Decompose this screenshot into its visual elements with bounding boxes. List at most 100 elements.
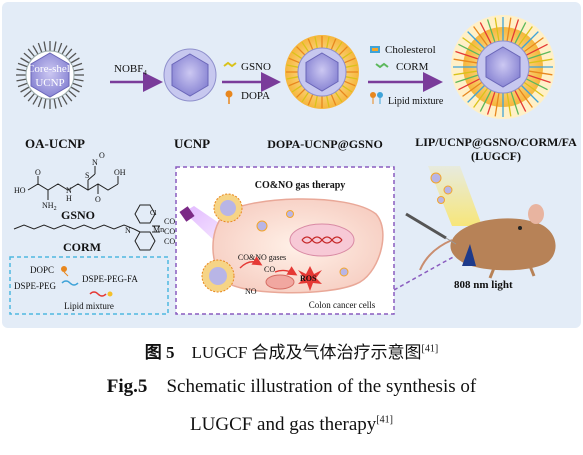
schematic-figure: Core-shell UCNP OA-UCNP NOBF4 UCNP GSNO …: [2, 2, 581, 328]
syringe-icon: [405, 212, 457, 245]
lugcf-ligand: [486, 91, 496, 115]
lugcf-ligand: [467, 31, 486, 50]
lipid-mixture-icon: [370, 92, 383, 104]
dopa-gsno-ligand: [286, 76, 299, 80]
oa-ligand: [20, 86, 30, 93]
oa-ligand: [64, 92, 73, 102]
lugcf-beam-particles: [430, 172, 453, 204]
dopa-gsno-ligand: [307, 38, 314, 51]
caption-en-line2: LUGCF and gas therapy[41]: [0, 414, 583, 436]
atom-mn: Mn: [153, 225, 164, 234]
legend-dspe-peg: DSPE-PEG: [14, 281, 57, 291]
stage-label-lugcf-1: LIP/UCNP@GSNO/CORM/FA: [415, 135, 577, 149]
atom-nh2: NH2: [42, 201, 57, 212]
oa-ligand: [27, 92, 36, 102]
dopa-gsno-ligand: [288, 80, 301, 87]
legend-lipid-mixture: Lipid mixture: [64, 301, 114, 311]
caption-cn: 图 5 LUGCF 合成及气体治疗示意图[41]: [0, 338, 583, 363]
cholesterol-label: Cholesterol: [385, 44, 436, 56]
legend-dopc: DOPC: [30, 265, 54, 275]
caption-en-ref: [41]: [376, 414, 393, 426]
lugcf-particle: [451, 15, 555, 119]
dopa-gsno-ligand: [334, 91, 343, 103]
dopa-gsno-ligand: [330, 93, 337, 106]
lugcf-ligand: [494, 17, 500, 42]
oa-ucnp-particle: Core-shell UCNP: [16, 41, 84, 109]
dopa-gsno-ligand: [291, 84, 303, 93]
dspe-peg-icon: [61, 280, 79, 286]
oa-ligand: [67, 52, 77, 61]
atom-o-1: O: [35, 168, 41, 177]
oa-ligand: [61, 45, 68, 55]
oa-ligand: [57, 97, 63, 108]
mouse-icon: [419, 204, 556, 279]
lugcf-ligand: [520, 84, 539, 103]
oa-particle-label-1: Core-shell: [27, 63, 73, 75]
dopa-ucnp-gsno-particle: [285, 35, 359, 109]
lugcf-ligand: [458, 78, 481, 91]
atom-oh: OH: [114, 168, 126, 177]
dopa-gsno-ligand: [334, 41, 343, 53]
legend-dspe-peg-fa: DSPE-PEG-FA: [82, 274, 138, 284]
caption-en-fig: Fig.5: [106, 376, 148, 397]
corm-reagent-label: CORM: [396, 61, 429, 73]
dopa-gsno-ligand: [341, 84, 353, 93]
gsno-structure-name: GSNO: [61, 208, 95, 222]
caption-cn-text: LUGCF 合成及气体治疗示意图: [191, 343, 422, 362]
oa-ligand: [37, 97, 43, 108]
oa-ligand: [72, 82, 83, 88]
dopa-gsno-ligand: [343, 80, 356, 87]
co-arrow: [274, 266, 298, 276]
corm-structure-name: CORM: [63, 240, 101, 254]
lipid-mixture-reagent-label: Lipid mixture: [388, 96, 444, 107]
lugcf-beam: [428, 166, 482, 226]
ros-arrow: [239, 256, 263, 269]
caption-en-text2: LUGCF and gas therapy: [190, 414, 377, 435]
lugcf-ligand: [525, 78, 548, 91]
caption-en-text1: Schematic illustration of the synthesis …: [166, 376, 477, 397]
atom-co-2: CO: [164, 227, 175, 236]
dopa-gsno-ligand: [343, 57, 356, 64]
atom-n-3: N: [125, 226, 131, 235]
lugcf-ligand: [486, 19, 496, 43]
dopa-gsno-ligand: [338, 46, 348, 56]
lugcf-ligand: [514, 22, 527, 45]
light-label: 808 nm light: [454, 279, 513, 291]
lugcf-ligand: [527, 74, 551, 84]
lugcf-ligand: [523, 81, 544, 97]
lugcf-ligand: [453, 58, 478, 64]
lugcf-ligand: [455, 74, 479, 84]
oa-ligand: [73, 78, 84, 82]
lugcf-ligand: [479, 89, 492, 112]
lugcf-ligand: [514, 89, 527, 112]
dopa-icon: [225, 90, 233, 104]
dopa-gsno-ligand: [341, 51, 353, 60]
dopa-gsno-ligand: [330, 38, 337, 51]
dopa-reagent-label: DOPA: [241, 90, 270, 102]
stage-label-lugcf-2: (LUGCF): [471, 149, 521, 163]
dopa-gsno-ligand: [345, 76, 358, 80]
dopa-gsno-ligand: [291, 51, 303, 60]
oa-ligand: [16, 78, 27, 82]
lugcf-ligand: [528, 58, 553, 64]
oa-ligand: [64, 48, 73, 58]
nobf4-label: NOBF4: [114, 63, 147, 77]
oa-ligand: [72, 62, 83, 68]
dopa-gsno-ligand: [338, 88, 348, 98]
dopa-gsno-ligand: [296, 46, 306, 56]
dopa-gsno-ligand: [326, 95, 330, 108]
atom-n-2: N: [92, 158, 98, 167]
corm-structure: [13, 204, 160, 251]
dopa-gsno-ligand: [301, 91, 310, 103]
atom-n-1: N: [66, 186, 72, 195]
lugcf-ligand: [462, 37, 483, 53]
oa-ligand: [20, 57, 30, 64]
gsno-structure: [27, 166, 119, 200]
atom-s: S: [85, 171, 89, 180]
oa-ligand: [43, 98, 47, 109]
atom-ho: HO: [14, 186, 26, 195]
lugcf-ligand: [506, 92, 512, 117]
oa-ligand: [37, 42, 43, 53]
oa-ligand: [70, 57, 80, 64]
nir-light-icon: [462, 244, 476, 266]
